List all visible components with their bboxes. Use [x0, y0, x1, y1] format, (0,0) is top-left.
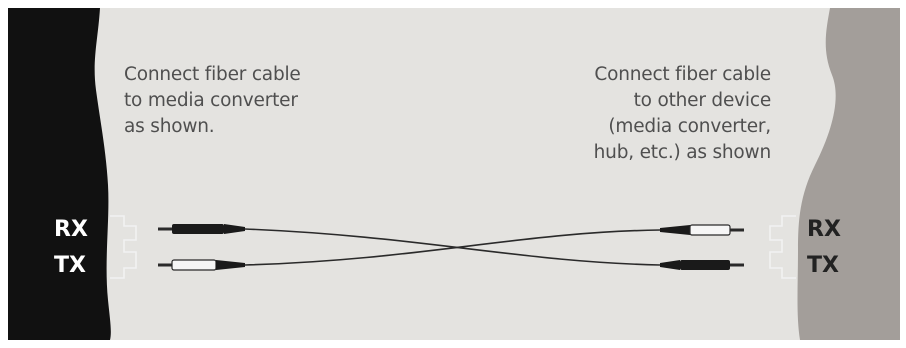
right-port-bracket	[769, 215, 796, 279]
right-rx-label: RX	[807, 217, 841, 242]
right-tx-label: TX	[807, 253, 839, 278]
left-device	[8, 8, 111, 340]
left-rx-plug	[158, 224, 245, 234]
right-rx-plug	[660, 224, 744, 236]
right-caption: Connect fiber cable to other device (med…	[593, 64, 772, 163]
cable-tx-to-rx	[244, 229, 661, 266]
left-rx-label: RX	[54, 217, 88, 242]
fiber-cables	[244, 228, 661, 266]
right-device	[797, 8, 900, 340]
cable-rx-to-tx	[244, 228, 661, 266]
left-caption: Connect fiber cable to media converter a…	[124, 64, 301, 137]
left-tx-label: TX	[54, 253, 86, 278]
panel-background	[8, 8, 900, 340]
left-tx-plug	[158, 259, 245, 271]
left-port-bracket	[110, 215, 137, 279]
right-tx-plug	[660, 260, 744, 270]
